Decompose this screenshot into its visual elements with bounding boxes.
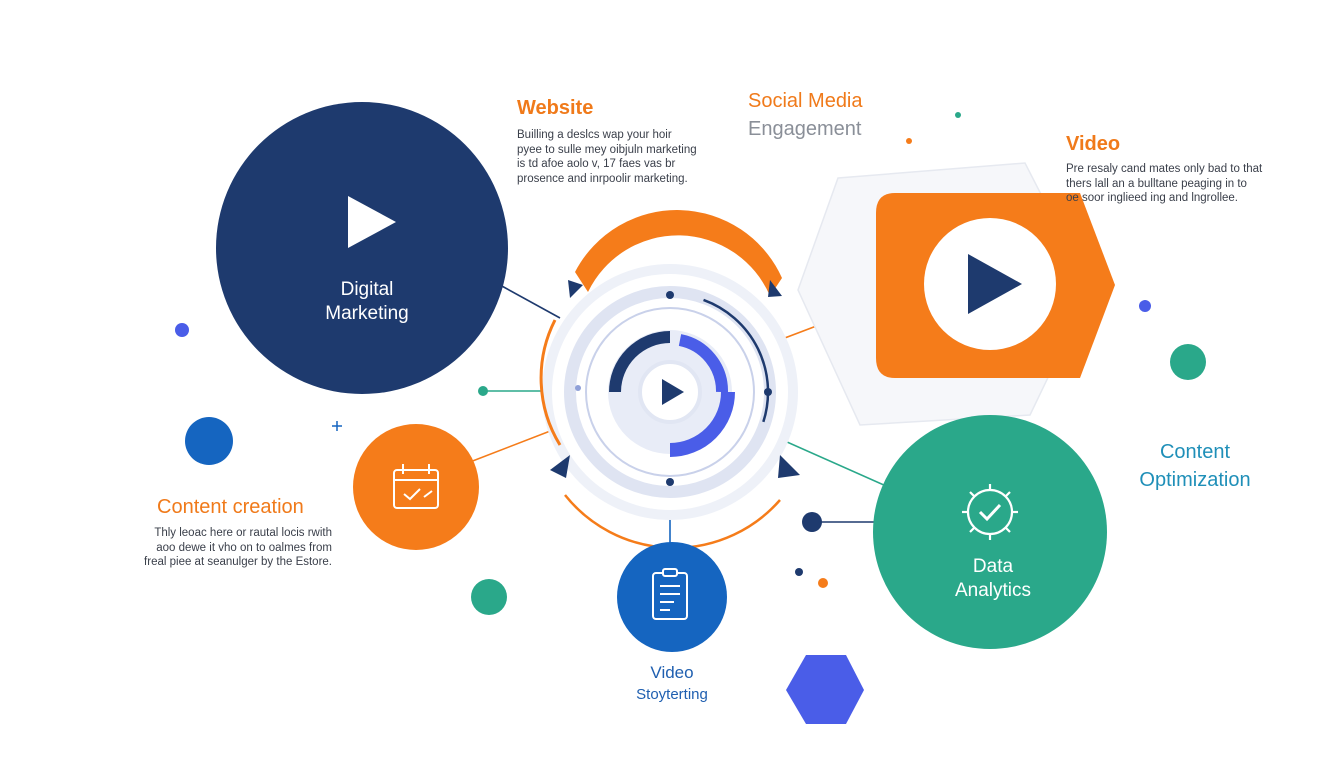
decor-dot: [906, 138, 912, 144]
gear-check-icon: [962, 484, 1018, 540]
hub-node-dot: [666, 478, 674, 486]
arrow-icon: [568, 280, 583, 298]
plus-icon: [332, 421, 342, 431]
decor-dot: [185, 417, 233, 465]
decor-dot: [818, 578, 828, 588]
data-analytics-line2: Analytics: [954, 580, 1032, 601]
video-storytelling-line1: Video: [650, 663, 694, 682]
content-creation-body-line: Thly leoac here or rautal locis rwith: [154, 527, 332, 539]
hub-node-dot: [764, 388, 772, 396]
content-creation-body-line: freal piee at seanulger by the Estore.: [144, 556, 332, 568]
hub-orange-left-arc: [539, 319, 562, 446]
hub-arc-blue-2: [669, 391, 735, 457]
play-icon: [662, 379, 684, 405]
data-analytics-circle: [873, 415, 1107, 649]
data-analytics-line1: Data: [972, 556, 1014, 577]
digital-marketing-circle: [216, 102, 508, 394]
connector-content-hub: [469, 427, 559, 463]
content-optimization-label: Content Optimization: [1120, 438, 1270, 494]
calendar-icon: [393, 464, 439, 509]
content-creation-title: Content creation: [157, 496, 304, 518]
website-body-line: prosence and inrpoolir marketing.: [517, 172, 688, 185]
decor-dot: [955, 112, 961, 118]
decor-dot: [795, 568, 803, 576]
decor-dot: [471, 579, 507, 615]
content-creation-body-line: aoo dewe it vho on to oalmes from: [156, 541, 332, 554]
video-storytelling-label: Video Stoyterting: [600, 662, 744, 706]
video-storytelling-circle: [617, 542, 727, 652]
arrow-icon: [768, 280, 782, 297]
connector-digital-hub: [499, 284, 561, 319]
video-body: Pre resaly cand mates only bad to that t…: [1066, 162, 1326, 206]
website-body-line: Builling a deslcs wap your hoir: [517, 129, 672, 141]
digital-marketing-line2: Marketing: [325, 303, 409, 324]
video-storytelling-line2: Stoyterting: [636, 686, 708, 703]
hub-arc-navy: [609, 331, 671, 393]
decor-dot: [1139, 300, 1151, 312]
digital-marketing-label: Digital Marketing: [292, 278, 442, 326]
content-optimization-line1: Content: [1159, 441, 1231, 463]
website-body-line: pyee to sulle mey oibjuln marketing: [517, 143, 697, 156]
arrow-icon: [550, 455, 570, 478]
decorative-dots: [175, 112, 1206, 615]
content-optimization-line2: Optimization: [1139, 469, 1251, 491]
video-body-line: oe soor inglieed ing and lngrollee.: [1066, 192, 1238, 204]
website-title: Website: [517, 97, 594, 119]
digital-marketing-line1: Digital: [340, 279, 394, 300]
website-body: Builling a deslcs wap your hoir pyee to …: [517, 128, 757, 186]
hub-node-dot: [666, 291, 674, 299]
website-body-line: is td afoe aolo v, 17 faes vas br: [517, 158, 676, 170]
decorative-hexagon: [786, 655, 864, 724]
play-icon: [968, 254, 1022, 314]
hub-node-dot: [575, 385, 581, 391]
decor-dot: [1170, 344, 1206, 380]
content-creation-circle: [353, 424, 479, 550]
central-hub: [539, 210, 800, 550]
video-title: Video: [1066, 133, 1121, 155]
decor-dot: [175, 323, 189, 337]
content-creation-body: Thly leoac here or rautal locis rwith ao…: [120, 526, 332, 570]
video-body-line: Pre resaly cand mates only bad to that: [1066, 163, 1263, 175]
hub-arc-blue-1: [678, 334, 729, 393]
document-icon: [652, 568, 688, 620]
social-media-subtitle: Engagement: [748, 118, 862, 140]
social-media-title: Social Media: [748, 90, 863, 112]
hub-ring-2: [585, 307, 755, 477]
arrow-icon: [778, 455, 800, 478]
hub-orange-arc: [575, 210, 782, 296]
data-analytics-label: Data Analytics: [920, 555, 1066, 603]
decor-dot: [478, 386, 488, 396]
play-icon: [348, 196, 396, 248]
decor-dot: [802, 512, 822, 532]
video-body-line: thers lall an a bulltane peaging in to: [1066, 177, 1247, 190]
